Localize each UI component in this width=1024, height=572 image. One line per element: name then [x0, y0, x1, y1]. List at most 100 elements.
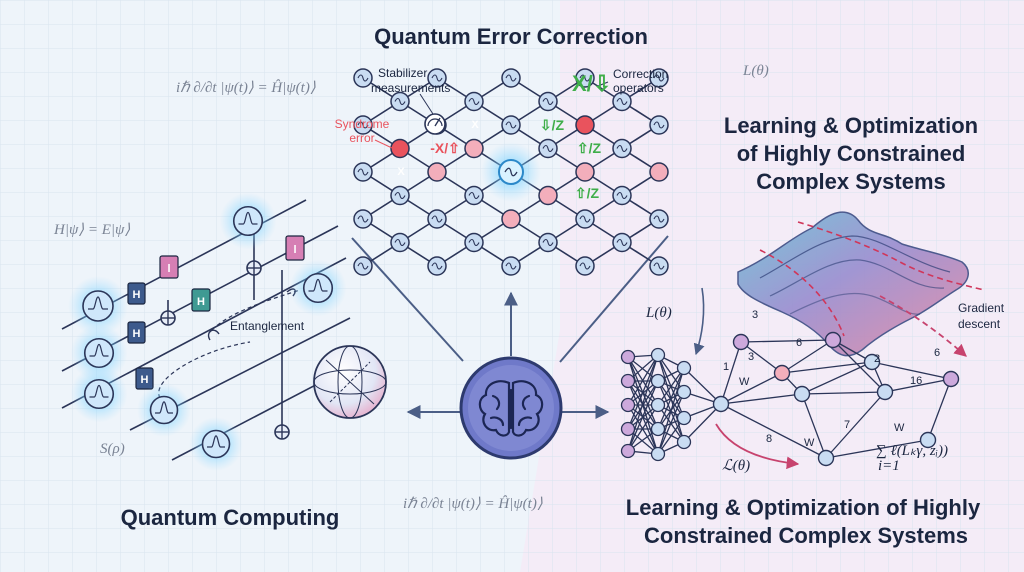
wave-icon [431, 262, 443, 270]
graph-node [793, 385, 811, 403]
graph-node [773, 364, 791, 382]
nn-input-node [620, 373, 636, 389]
wave-icon [394, 97, 406, 106]
qubit-node [232, 205, 264, 237]
nn-input-node [620, 397, 636, 413]
wavefunction-icon [155, 401, 173, 414]
graph-node [824, 331, 842, 349]
wave-icon [653, 215, 665, 223]
entanglement-loop [207, 329, 220, 341]
edge-weight-3: 3 [752, 309, 758, 321]
learning-title-bottom-line2: Constrained Complex Systems [644, 523, 968, 548]
graph-edge [781, 339, 834, 374]
entanglement-arc [158, 341, 251, 399]
wave-icon [542, 144, 554, 153]
error-x-up: -X/⇧ [430, 140, 460, 156]
wave-icon [357, 74, 369, 82]
wave-icon [504, 167, 518, 177]
nn-edge [627, 404, 659, 452]
nn-input-node [620, 349, 636, 365]
schrodinger-equation-bottom: iℏ ∂/∂t |ψ(t)⟩ = Ĥ|ψ(t)⟩ [403, 495, 543, 512]
wave-icon [653, 262, 665, 270]
nn-hidden-node [650, 421, 666, 437]
graph-edge [825, 439, 929, 459]
ancilla-node [427, 162, 447, 182]
wave-icon [431, 74, 443, 82]
graph-node [732, 333, 750, 351]
learning-title-top-line2: of Highly Constrained [737, 141, 966, 166]
graph-node [712, 395, 730, 413]
nn-edge [657, 391, 685, 455]
graph-edge [720, 341, 742, 405]
nn-hidden-node [650, 373, 666, 389]
graph-edge [871, 361, 952, 380]
ancilla-node [501, 209, 521, 229]
loss-script-arrow [715, 423, 800, 470]
qec-lattice [353, 68, 669, 276]
ancilla-node [464, 138, 484, 159]
sum-index: i=1 [878, 458, 900, 474]
nn-edge [657, 367, 685, 406]
wave-icon [394, 191, 406, 200]
error-node [575, 115, 595, 135]
edge-weight-3: 3 [748, 351, 754, 363]
edge-weight-8: 8 [766, 433, 772, 445]
wave-icon [468, 238, 480, 247]
learning-title-bottom-line1: Learning & Optimization of Highly [626, 495, 981, 520]
nn-edge [683, 403, 722, 443]
wave-icon [468, 97, 480, 106]
brain-icon [478, 380, 544, 437]
nn-hidden-node [650, 446, 666, 462]
syndrome-pointer [374, 139, 393, 149]
wave-icon [542, 238, 554, 247]
graph-edge [720, 403, 827, 459]
correction-x-down: X/⇩ [572, 71, 611, 96]
graph-edge [884, 378, 952, 393]
nn-input-node [620, 443, 636, 459]
syndrome-label-line1: Syndrome [335, 117, 390, 131]
wave-icon [357, 168, 369, 176]
learning-title-top-line1: Learning & Optimization [724, 113, 978, 138]
qubit-node [149, 395, 179, 425]
wavefunction-icon [238, 211, 258, 225]
qubit-node [302, 272, 334, 304]
svg-text:H: H [141, 374, 149, 386]
error-node [390, 138, 410, 159]
quantum-computing-title: Quantum Computing [121, 505, 340, 530]
wave-icon [357, 215, 369, 223]
nn-hidden-node [650, 397, 666, 413]
wave-icon [357, 121, 369, 129]
qubit-node [82, 290, 114, 322]
gradient-label-line2: descent [958, 317, 1001, 331]
nn-hidden-node [676, 434, 692, 450]
wave-icon [431, 215, 443, 223]
wave-icon [616, 144, 628, 153]
edge-weight-7: 7 [844, 419, 850, 431]
nn-input-node [620, 421, 636, 437]
wave-icon [505, 262, 517, 270]
divider-right [559, 235, 669, 363]
wave-icon [579, 262, 591, 270]
nn-edge [627, 380, 659, 452]
gate-h: H [135, 367, 154, 390]
graph-edge [801, 393, 827, 459]
nn-edge [627, 354, 659, 452]
edge-weight-6: 6 [934, 347, 940, 359]
qec-title: Quantum Error Correction [374, 24, 648, 49]
graph-node [876, 383, 894, 401]
nn-hidden-node [676, 360, 692, 376]
svg-text:H: H [197, 296, 205, 308]
ancilla-node [649, 162, 669, 182]
graph-edge [832, 339, 886, 393]
graph-edge [927, 378, 952, 441]
nn-edge [683, 367, 722, 405]
loss-label-top: L(θ) [742, 63, 769, 79]
nn-edge [657, 354, 685, 393]
graph-node [863, 353, 881, 371]
graph-edge [825, 391, 886, 459]
stabilizer-label-line1: Stabilizer [378, 66, 427, 80]
wavefunction-icon [89, 384, 109, 398]
correction-label-line2: operators [613, 81, 664, 95]
nn-edge [627, 354, 659, 406]
